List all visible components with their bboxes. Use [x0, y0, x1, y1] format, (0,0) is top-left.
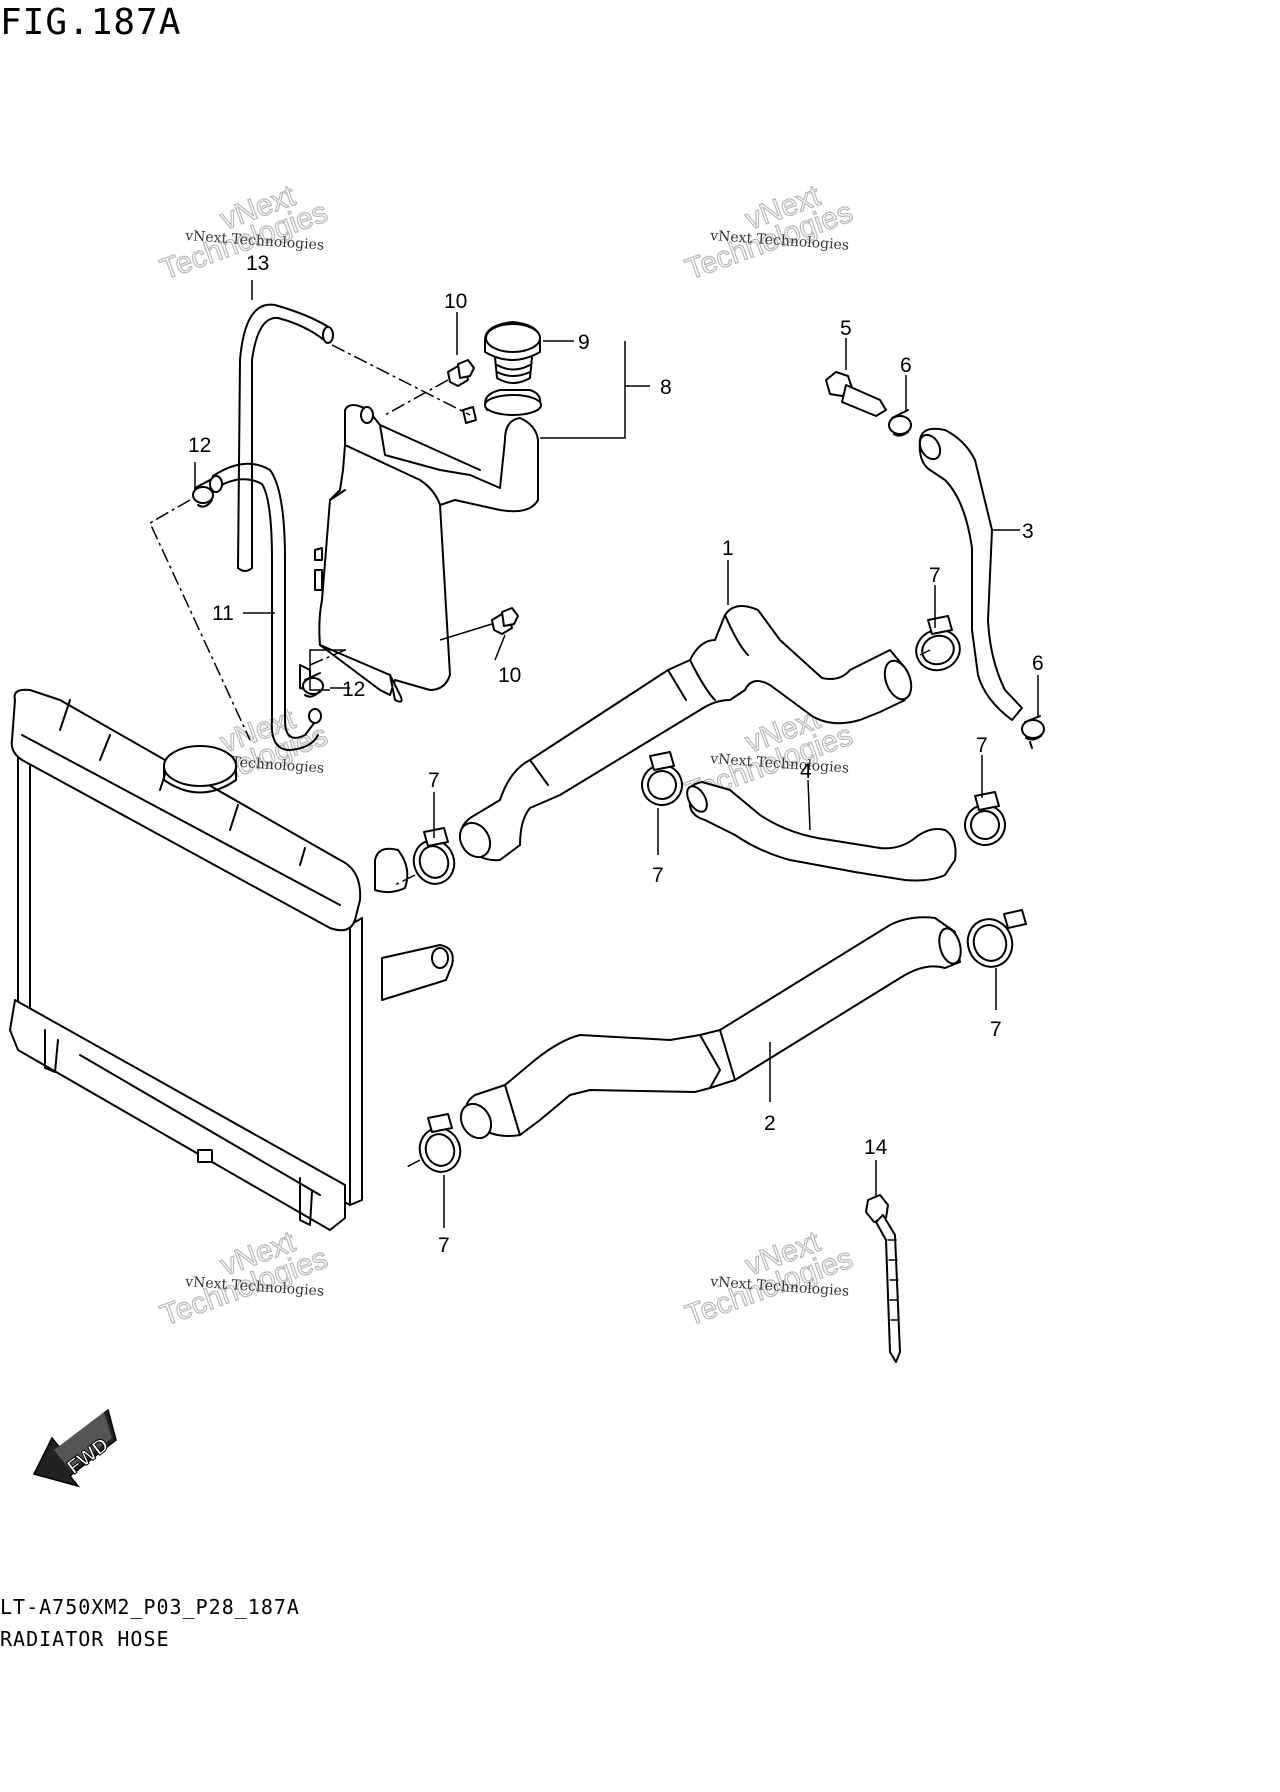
callout-7-hose4-right: 7	[976, 734, 988, 757]
clamp-7-hose4-right	[964, 791, 1006, 846]
callout-labels: 1 2 3 4 5 6 6 7 7 7 7 7 7 8 9 10 10 11 1…	[188, 252, 1044, 1257]
clamp-7-hose2-right	[966, 909, 1027, 968]
assembly-lines	[149, 344, 931, 1169]
cable-tie-14	[865, 1194, 901, 1363]
callout-3: 3	[1022, 520, 1034, 543]
diagram-code: LT-A750XM2_P03_P28_187A	[0, 1595, 300, 1619]
reservoir-cap	[484, 321, 541, 384]
reservoir-cap-seal	[494, 356, 533, 384]
callout-7-hose2-right: 7	[990, 1018, 1002, 1041]
callout-7-hose1-lower: 7	[428, 769, 440, 792]
hose-13	[237, 303, 334, 572]
clamp-12-upper	[192, 479, 214, 508]
clamp-7-hose1-upper	[915, 615, 961, 672]
bolt-lower	[491, 607, 519, 635]
callout-7-hose2-left: 7	[438, 1234, 450, 1257]
radiator-upper-inlet	[374, 847, 409, 894]
fitting-5	[825, 371, 887, 417]
hose-1	[458, 605, 913, 862]
clamp-7-hose2-left	[418, 1113, 462, 1173]
hose-2	[459, 916, 962, 1140]
clamp-7-hose1-lower	[412, 827, 456, 885]
callout-13: 13	[246, 252, 269, 275]
callout-12-lower: 12	[342, 678, 365, 701]
bolt-upper	[447, 359, 475, 387]
watermark-top-right: vNext Technologies vNext Technologies	[681, 179, 858, 288]
callout-12-upper: 12	[188, 434, 211, 457]
reservoir-side-tab-upper	[314, 547, 323, 561]
callout-5: 5	[840, 317, 852, 340]
reservoir-tank	[299, 389, 542, 703]
radiator	[9, 688, 454, 1231]
callout-11: 11	[212, 602, 234, 625]
callout-2: 2	[764, 1112, 776, 1135]
callout-9: 9	[578, 331, 590, 354]
hose-4	[686, 781, 957, 882]
callout-4: 4	[800, 760, 812, 783]
reservoir-bottom-foot	[389, 674, 403, 703]
callout-8: 8	[660, 376, 672, 399]
radiator-bracket-hole	[431, 947, 449, 969]
fwd-arrow-badge: FWD	[32, 1408, 117, 1488]
hose-11	[209, 462, 322, 751]
callout-7-hose1-upper: 7	[929, 564, 941, 587]
radiator-side-tank	[17, 741, 363, 1206]
clamp-12-lower	[302, 672, 324, 698]
watermark-top-left: vNext Technologies vNext Technologies	[156, 179, 333, 288]
callout-7-hose4-left: 7	[652, 864, 664, 887]
radiator-cap	[163, 745, 237, 787]
figure-title: FIG.187A	[0, 2, 182, 43]
reservoir-side-tab	[314, 569, 323, 591]
callout-10-upper: 10	[444, 290, 467, 313]
diagram-name: RADIATOR HOSE	[0, 1627, 170, 1651]
clamp-6-lower	[1021, 715, 1045, 749]
leader-lines	[194, 280, 1039, 1228]
callout-14: 14	[864, 1136, 888, 1159]
radiator-drain-plug	[197, 1149, 213, 1163]
callout-10-lower: 10	[498, 664, 521, 687]
radiator-bottom-tank	[9, 999, 346, 1231]
reservoir-mount-hole	[360, 406, 374, 424]
callout-6-upper: 6	[900, 354, 912, 377]
watermark-bottom-right: vNext Technologies vNext Technologies	[681, 1225, 858, 1334]
callout-1: 1	[722, 537, 734, 560]
watermark-bottom-left: vNext Technologies vNext Technologies	[156, 1225, 333, 1334]
reservoir-body-edges	[319, 424, 481, 676]
callout-6-lower: 6	[1032, 652, 1044, 675]
radiator-cap-detail	[163, 765, 237, 794]
clamp-6-upper	[888, 409, 912, 437]
reservoir-filler-opening	[484, 394, 542, 416]
clamp-7-hose4-left	[641, 751, 683, 806]
reservoir-cap-top	[485, 323, 541, 353]
hose-3	[918, 427, 1023, 721]
radiator-bottom-tank-detail	[44, 1029, 321, 1226]
